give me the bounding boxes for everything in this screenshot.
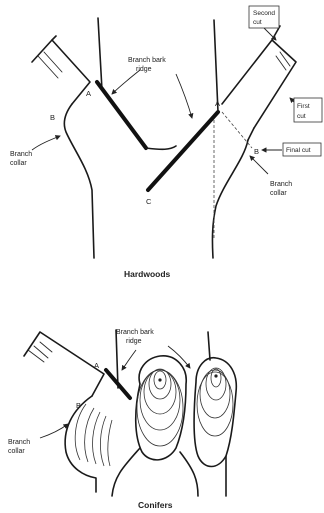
main-stem-left (98, 18, 102, 90)
first-cut-label-line2: cut (297, 113, 306, 120)
crotch-outline (146, 146, 176, 149)
hardwoods-caption: Hardwoods (124, 269, 171, 279)
letter-b-right: B (254, 147, 259, 156)
hardwoods-illustration (32, 18, 300, 258)
conifer-trunk-base-mid2 (180, 452, 198, 496)
branch-bark-ridge-right (148, 112, 218, 190)
letter-c: C (146, 197, 152, 206)
branch-bark-ridge-left (97, 82, 146, 148)
conifer-branch-bark-ridge-label-line2: ridge (126, 338, 142, 345)
first-cut-label-line1: First (297, 103, 310, 110)
second-cut-label-line2: cut (253, 19, 262, 26)
conifer-branch-collar-label-line1: Branch (8, 439, 30, 446)
conifer-trunk-base-mid (112, 448, 140, 496)
conifer-branch-collar-label-line2: collar (8, 448, 25, 455)
conifer-right-whorl (194, 358, 236, 467)
conifer-letter-b: B (76, 401, 81, 410)
branch-collar-left-label-line2: collar (10, 160, 27, 167)
right-trunk-outline (212, 140, 248, 258)
conifer-ridge-arrow-left (122, 350, 136, 370)
branch-collar-left-label-line1: Branch (10, 151, 32, 158)
branch-bark-ridge-label-line2: ridge (136, 66, 152, 73)
second-cut-label-line1: Second (253, 10, 275, 17)
conifer-right-stem (208, 332, 210, 360)
conifer-collar-arrow (40, 424, 68, 438)
branch-collar-right-label-line1: Branch (270, 181, 292, 188)
conifers-caption: Conifers (138, 500, 173, 510)
final-cut-label: Final cut (286, 147, 311, 154)
collar-arrow-left (32, 136, 60, 150)
left-trunk-outline (64, 104, 94, 258)
conifers-illustration (24, 330, 236, 496)
letter-a-left: A (86, 89, 91, 98)
branch-bark-ridge-label-line1: Branch bark (128, 57, 166, 64)
letter-b-left: B (50, 113, 55, 122)
conifer-letter-a: A (94, 361, 99, 370)
second-cut-arrow (264, 28, 276, 40)
left-branch-stub (32, 36, 90, 104)
branch-collar-right-label-line2: collar (270, 190, 287, 197)
ridge-arrow-right (176, 74, 192, 118)
conifer-left-branch-stub (24, 332, 104, 396)
ridge-arrow-left (112, 70, 140, 94)
conifer-branch-bark-ridge-label-line1: Branch bark (116, 329, 154, 336)
conifer-center-whorl (136, 356, 186, 460)
right-branch-stub (222, 26, 296, 140)
conifer-left-collar (65, 396, 112, 492)
collar-arrow-right (250, 156, 268, 174)
letter-a-right: A (215, 99, 220, 108)
